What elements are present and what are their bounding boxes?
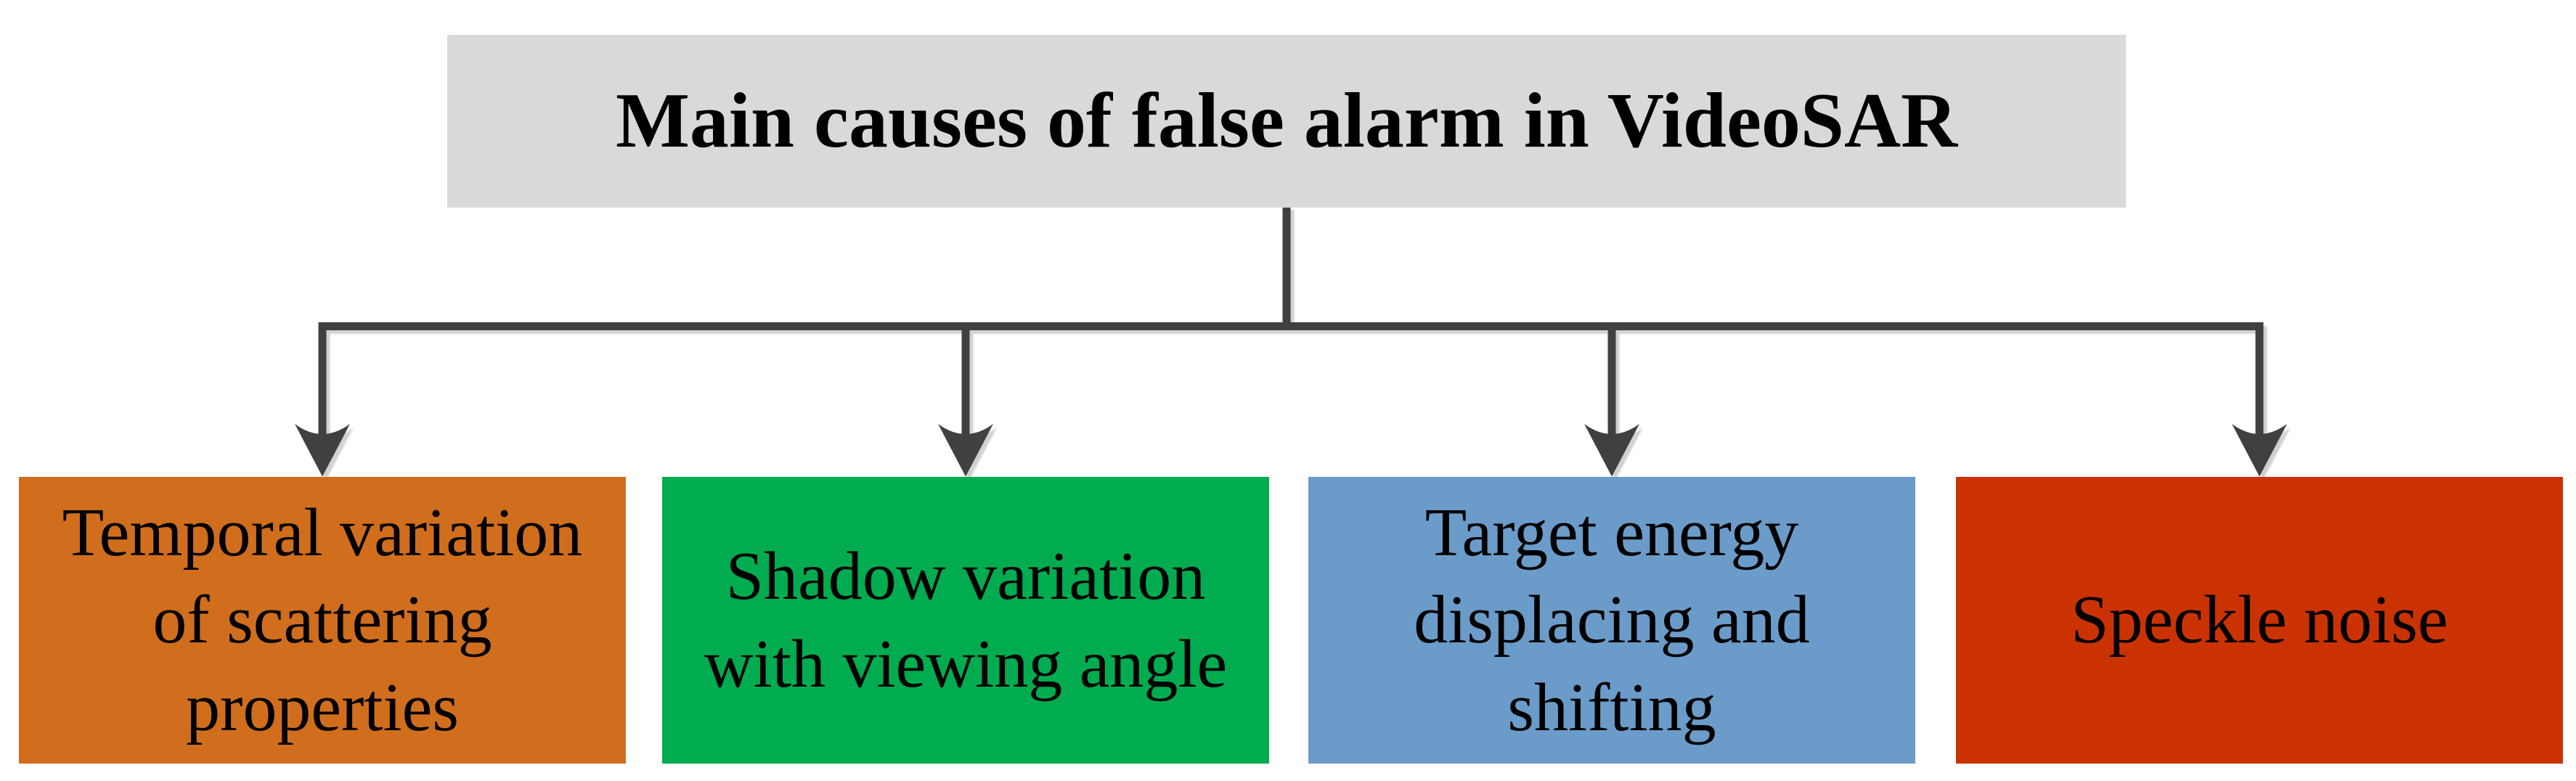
arrowhead-icon <box>2232 424 2287 477</box>
arrowhead-icon <box>295 424 350 477</box>
drop-stem-3 <box>1607 327 1616 437</box>
branch-bar <box>318 322 2264 330</box>
diagram-title-box: Main causes of false alarm in VideoSAR <box>447 35 2126 208</box>
drop-stem-2 <box>961 327 970 437</box>
trunk-line <box>1282 206 1291 323</box>
arrowhead-icon <box>1584 424 1639 477</box>
arrowhead-icon <box>938 424 993 477</box>
cause-box-temporal-variation: Temporal variation of scattering propert… <box>19 477 626 764</box>
cause-box-shadow-variation: Shadow variation with viewing angle <box>662 477 1269 764</box>
drop-stem-4 <box>2255 327 2264 437</box>
drop-stem-1 <box>318 327 327 437</box>
cause-box-speckle-noise: Speckle noise <box>1956 477 2563 764</box>
cause-box-target-energy: Target energy displacing and shifting <box>1308 477 1915 764</box>
